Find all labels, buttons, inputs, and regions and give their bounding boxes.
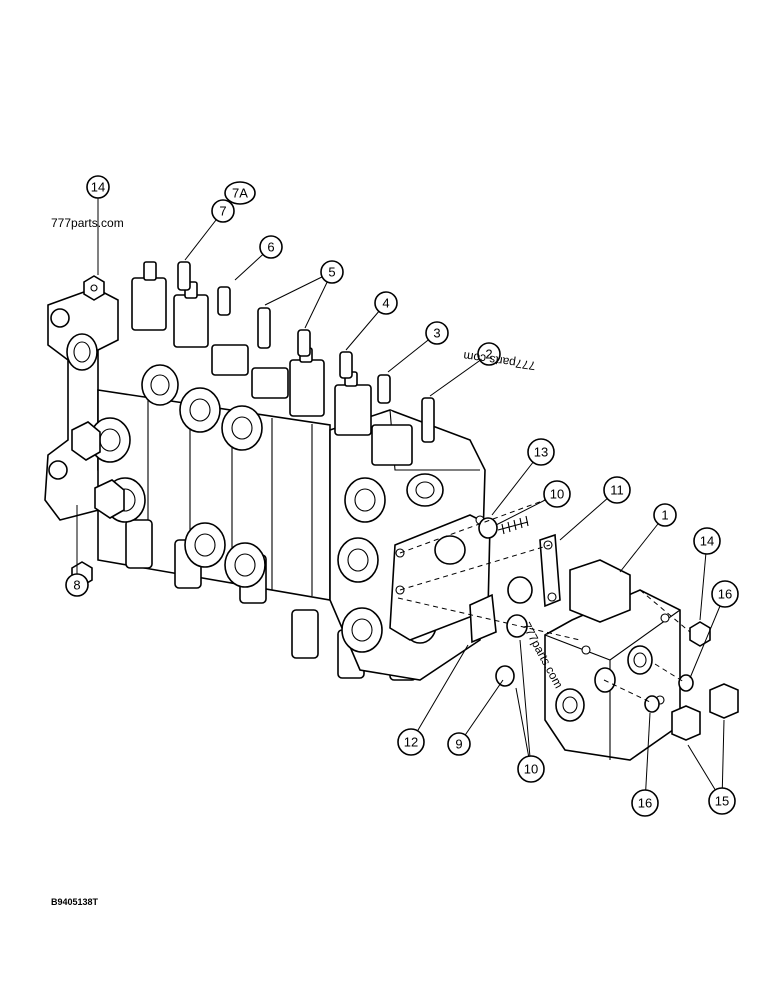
callout-2: 2 — [477, 342, 501, 366]
callout-15: 15 — [708, 787, 736, 815]
end-plate-gasket — [389, 514, 491, 641]
svg-text:9: 9 — [455, 737, 462, 752]
seal-plate — [469, 593, 497, 644]
right-fasteners — [644, 621, 739, 741]
callout-5: 5 — [320, 260, 344, 284]
svg-text:12: 12 — [404, 735, 418, 750]
drawing-number: B9405138T — [51, 897, 99, 907]
callout-9: 9 — [447, 732, 471, 756]
svg-text:14: 14 — [91, 180, 105, 195]
callout-12: 12 — [397, 728, 425, 756]
callout-4: 4 — [374, 291, 398, 315]
callout-10-top: 10 — [543, 480, 571, 508]
callout-1: 1 — [653, 503, 677, 527]
callout-13: 13 — [527, 438, 555, 466]
svg-text:6: 6 — [267, 240, 274, 255]
svg-text:5: 5 — [328, 265, 335, 280]
callout-11: 11 — [603, 476, 631, 504]
svg-text:10: 10 — [524, 762, 538, 777]
svg-text:2: 2 — [485, 347, 492, 362]
svg-text:1: 1 — [661, 508, 668, 523]
svg-text:4: 4 — [382, 296, 389, 311]
svg-text:7: 7 — [219, 204, 226, 219]
svg-text:16: 16 — [638, 796, 652, 811]
gasket — [539, 533, 561, 608]
svg-text:14: 14 — [700, 534, 714, 549]
svg-text:7A: 7A — [232, 186, 248, 201]
svg-text:10: 10 — [550, 487, 564, 502]
callout-10-bottom: 10 — [517, 755, 545, 783]
watermark-top-left: 777parts.com — [51, 216, 124, 230]
svg-text:13: 13 — [534, 445, 548, 460]
callout-6: 6 — [259, 235, 283, 259]
callout-16-right: 16 — [711, 580, 739, 608]
callout-3: 3 — [425, 321, 449, 345]
callout-14-top: 14 — [86, 175, 110, 199]
callout-7a: 7A — [224, 181, 256, 205]
callout-7: 7 — [211, 199, 235, 223]
callout-16-bottom: 16 — [631, 789, 659, 817]
svg-text:11: 11 — [610, 483, 624, 498]
spring — [497, 515, 529, 535]
o-rings — [478, 517, 533, 687]
svg-text:16: 16 — [718, 587, 732, 602]
callout-8: 8 — [65, 573, 89, 597]
svg-text:3: 3 — [433, 326, 440, 341]
svg-text:15: 15 — [715, 794, 729, 809]
alignment-lines — [397, 499, 691, 703]
svg-text:8: 8 — [73, 578, 80, 593]
callout-14-right: 14 — [693, 527, 721, 555]
outlet-end-cover — [544, 559, 681, 761]
